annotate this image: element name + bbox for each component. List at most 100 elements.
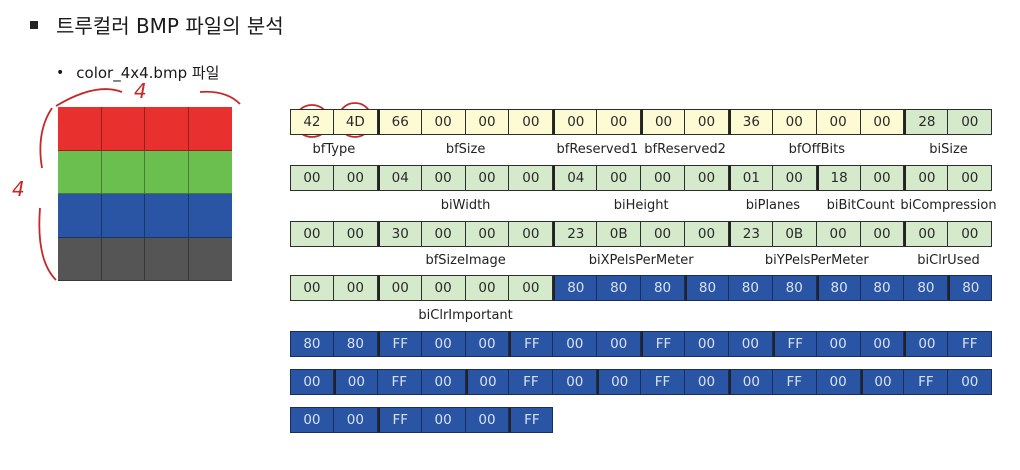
field-label: biHeight <box>613 198 669 213</box>
bmp-pixel <box>145 107 189 151</box>
bullet-dot-icon: • <box>56 64 65 81</box>
hex-byte: 00 <box>465 331 510 357</box>
hex-byte: 00 <box>421 221 466 247</box>
hex-byte: 0B <box>772 221 817 247</box>
hex-byte: 00 <box>333 369 378 395</box>
width-arc-right <box>199 90 241 105</box>
hex-byte: 80 <box>290 331 334 357</box>
hex-byte: 00 <box>465 109 510 135</box>
hex-byte: 00 <box>597 331 642 357</box>
hex-byte: 00 <box>509 165 554 191</box>
hex-byte: 80 <box>904 275 949 301</box>
hex-byte: 00 <box>948 165 993 191</box>
hex-byte: 18 <box>816 165 861 191</box>
hex-byte: 00 <box>685 221 729 247</box>
bmp-pixel <box>101 150 145 194</box>
hex-byte: FF <box>509 407 554 433</box>
hex-byte: 42 <box>290 109 334 135</box>
hex-byte: 00 <box>553 109 598 135</box>
field-label: bfSizeImage <box>425 253 506 268</box>
field-label: biClrUsed <box>917 253 980 268</box>
bmp-pixel <box>58 107 102 151</box>
hex-byte: 23 <box>728 221 773 247</box>
field-label: biXPelsPerMeter <box>588 253 694 268</box>
hex-byte: 00 <box>904 165 949 191</box>
width-arc-left <box>55 88 123 107</box>
hex-byte: 00 <box>685 165 729 191</box>
hex-byte: 80 <box>816 275 861 301</box>
subtitle-text: color_4x4.bmp 파일 <box>76 64 220 82</box>
hex-byte: 00 <box>816 221 861 247</box>
hex-byte: 00 <box>333 407 378 433</box>
hex-byte: 0B <box>597 221 642 247</box>
hex-byte: 00 <box>421 331 466 357</box>
field-label: biBitCount <box>826 198 895 213</box>
hex-byte: 80 <box>553 275 598 301</box>
square-bullet-icon <box>30 20 38 29</box>
hex-byte: 00 <box>465 221 510 247</box>
hex-byte: 00 <box>597 109 642 135</box>
hex-byte: 00 <box>685 109 729 135</box>
hex-byte: 00 <box>509 221 554 247</box>
bmp-pixel <box>58 150 102 194</box>
field-label: bfReserved2 <box>644 142 726 157</box>
hex-byte: FF <box>904 369 949 395</box>
hex-byte: 00 <box>421 369 466 395</box>
bmp-pixel-grid <box>58 107 232 281</box>
hex-byte: 4D <box>333 109 378 135</box>
bmp-pixel <box>145 194 189 238</box>
hex-byte: FF <box>641 331 686 357</box>
hex-byte: 00 <box>728 369 773 395</box>
hex-byte: 00 <box>290 369 334 395</box>
hex-byte: 00 <box>685 369 729 395</box>
hex-byte: 00 <box>553 369 598 395</box>
hex-byte: 00 <box>290 407 334 433</box>
bmp-pixel <box>101 107 145 151</box>
field-label: bfReserved1 <box>556 142 639 157</box>
hex-byte: 00 <box>509 109 554 135</box>
hex-byte: 00 <box>333 221 378 247</box>
hex-byte: 04 <box>553 165 598 191</box>
hex-byte: 00 <box>641 109 686 135</box>
hex-byte: 00 <box>816 369 861 395</box>
hex-byte: 00 <box>772 165 817 191</box>
hex-byte: 80 <box>597 275 642 301</box>
field-label: biClrImportant <box>418 308 513 323</box>
hex-byte: 00 <box>421 165 466 191</box>
bmp-pixel <box>58 194 102 238</box>
field-label: bfType <box>312 142 356 157</box>
hex-byte: 00 <box>421 275 466 301</box>
hex-byte: 80 <box>333 331 378 357</box>
hex-byte: 00 <box>290 275 334 301</box>
hex-byte: 00 <box>421 109 466 135</box>
hex-byte: 00 <box>904 221 949 247</box>
hex-byte: FF <box>509 331 554 357</box>
height-mark: 4 <box>12 177 25 201</box>
hex-byte: 80 <box>728 275 773 301</box>
hex-byte: 00 <box>641 221 686 247</box>
bmp-pixel <box>145 237 189 281</box>
hex-byte: FF <box>377 369 422 395</box>
hex-byte: 80 <box>948 275 993 301</box>
hex-byte: 00 <box>728 331 773 357</box>
field-label: biCompression <box>900 198 997 213</box>
hex-byte: FF <box>377 331 422 357</box>
bmp-pixel <box>188 107 232 151</box>
height-arc-bottom <box>38 207 57 281</box>
hex-byte: 00 <box>860 221 905 247</box>
field-label-row: biClrImportant <box>290 308 994 326</box>
hex-byte: 80 <box>641 275 686 301</box>
hex-byte: FF <box>641 369 686 395</box>
hex-byte: 00 <box>772 109 817 135</box>
hex-byte: 00 <box>377 275 422 301</box>
hex-byte: 80 <box>860 275 905 301</box>
hex-byte: 80 <box>685 275 729 301</box>
hex-byte: 00 <box>860 331 905 357</box>
